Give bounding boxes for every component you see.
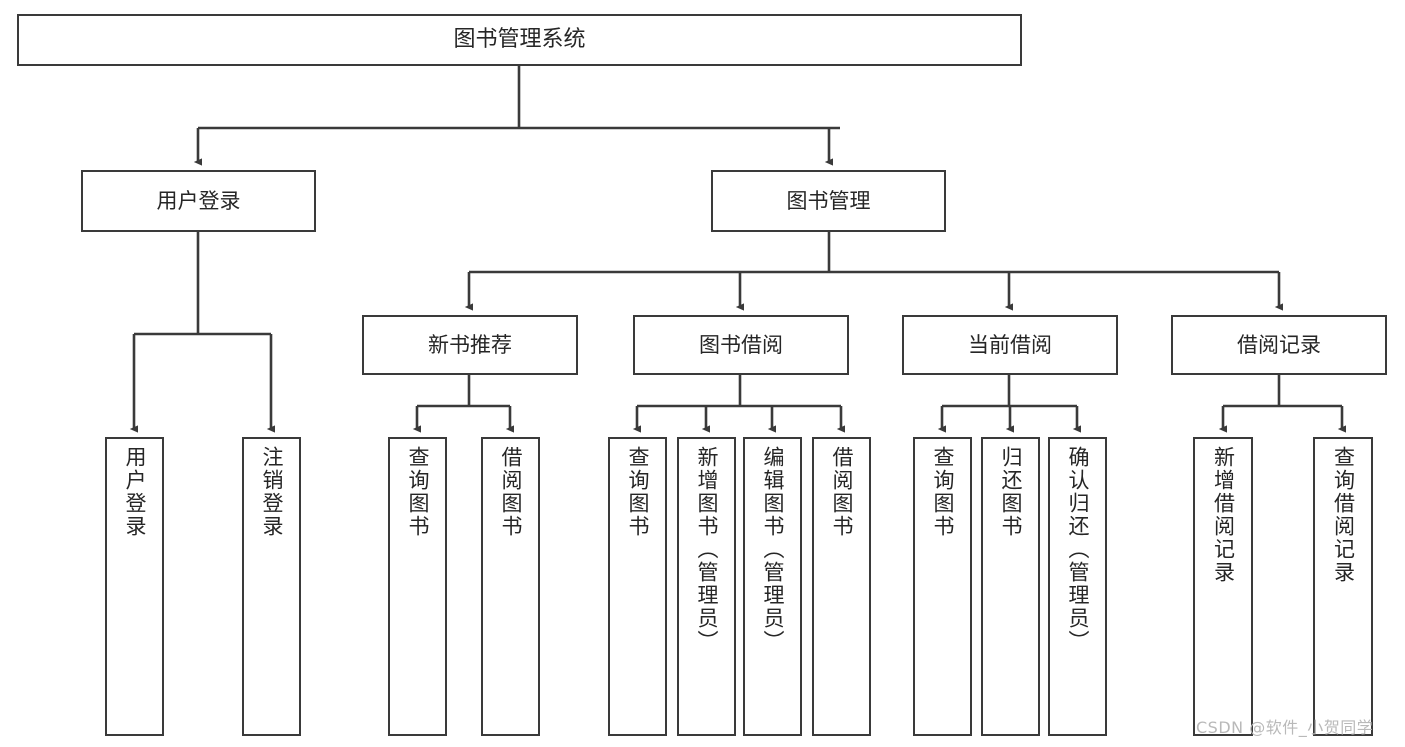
node-label: 图书管理系统 xyxy=(453,27,586,53)
node-label: 借阅图书 xyxy=(499,446,523,538)
node-new-book-recommend[interactable]: 新书推荐 xyxy=(362,315,578,375)
node-label: 当前借阅 xyxy=(968,332,1052,357)
node-label: 编辑图书（管理员） xyxy=(761,446,785,653)
node-label: 查询图书 xyxy=(626,446,650,538)
node-label: 新书推荐 xyxy=(428,332,512,357)
node-leaf-borrow-book-recommend[interactable]: 借阅图书 xyxy=(481,437,540,736)
node-leaf-user-logout[interactable]: 注销登录 xyxy=(242,437,301,736)
node-label: 用户登录 xyxy=(156,188,241,213)
node-leaf-confirm-return[interactable]: 确认归还（管理员） xyxy=(1048,437,1107,736)
node-label: 确认归还（管理员） xyxy=(1066,446,1090,653)
node-leaf-add-borrow-record[interactable]: 新增借阅记录 xyxy=(1193,437,1253,736)
node-root-book-management-system[interactable]: 图书管理系统 xyxy=(17,14,1022,66)
node-leaf-return-book[interactable]: 归还图书 xyxy=(981,437,1040,736)
node-label: 借阅记录 xyxy=(1237,332,1321,357)
node-leaf-query-borrow-record[interactable]: 查询借阅记录 xyxy=(1313,437,1373,736)
node-book-borrow[interactable]: 图书借阅 xyxy=(633,315,849,375)
node-leaf-query-book-current[interactable]: 查询图书 xyxy=(913,437,972,736)
node-book-management[interactable]: 图书管理 xyxy=(711,170,946,232)
node-label: 新增借阅记录 xyxy=(1211,446,1236,584)
node-leaf-edit-book[interactable]: 编辑图书（管理员） xyxy=(743,437,802,736)
node-leaf-user-login[interactable]: 用户登录 xyxy=(105,437,164,736)
node-label: 图书管理 xyxy=(786,188,871,213)
node-label: 图书借阅 xyxy=(699,332,783,357)
node-borrow-record[interactable]: 借阅记录 xyxy=(1171,315,1387,375)
node-leaf-add-book[interactable]: 新增图书（管理员） xyxy=(677,437,736,736)
node-label: 查询图书 xyxy=(406,446,430,538)
node-leaf-borrow-book[interactable]: 借阅图书 xyxy=(812,437,871,736)
node-label: 新增图书（管理员） xyxy=(695,446,719,653)
node-label: 查询图书 xyxy=(931,446,955,538)
node-label: 注销登录 xyxy=(260,446,284,538)
node-label: 归还图书 xyxy=(999,446,1023,538)
node-user-login[interactable]: 用户登录 xyxy=(81,170,316,232)
node-current-borrow[interactable]: 当前借阅 xyxy=(902,315,1118,375)
node-label: 借阅图书 xyxy=(830,446,854,538)
node-leaf-query-book-borrow[interactable]: 查询图书 xyxy=(608,437,667,736)
node-leaf-query-book-recommend[interactable]: 查询图书 xyxy=(388,437,447,736)
node-label: 用户登录 xyxy=(123,446,147,538)
csdn-watermark: CSDN @软件_小贺同学 xyxy=(1196,718,1374,737)
node-label: 查询借阅记录 xyxy=(1331,446,1356,584)
